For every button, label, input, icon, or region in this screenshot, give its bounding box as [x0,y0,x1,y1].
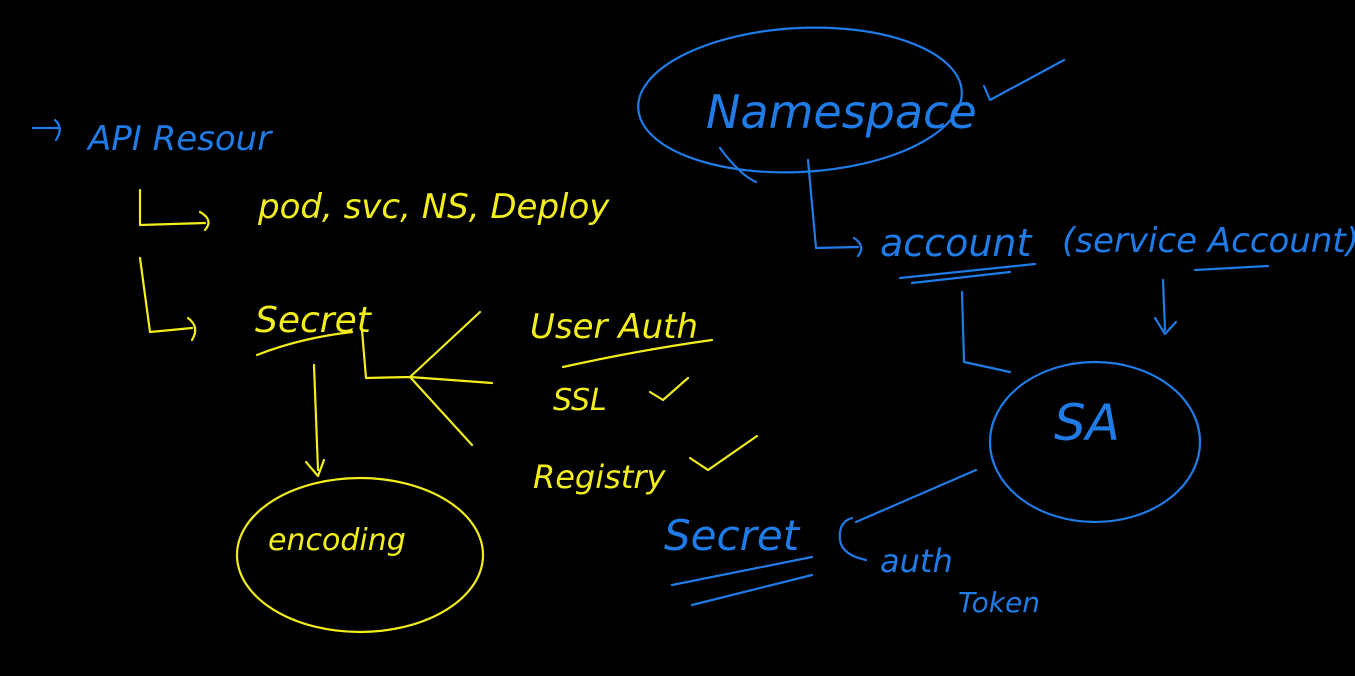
user-auth-label: User Auth [530,307,698,347]
ssl-label: SSL [553,383,607,418]
encoding-label: encoding [268,523,406,558]
secret-fan-branches [360,310,494,447]
namespace-check-icon [982,58,1066,102]
api-resource-label: API Resour [86,119,273,159]
account-underline [898,262,1037,285]
secret-left-underline [255,330,354,357]
tree-connector-resources [138,188,210,232]
auth-label: auth [880,542,953,580]
encoding-bubble [235,476,485,634]
service-account-label: (service Account) [1062,221,1355,261]
sa-label: SA [1054,394,1120,452]
namespace-label: Namespace [706,85,977,139]
ssl-check-icon [648,376,690,402]
registry-label: Registry [533,458,667,496]
user-auth-underline [561,338,714,369]
namespace-underline [718,146,758,184]
service-account-underline [1193,264,1270,272]
account-to-sa-connector [960,290,1012,374]
api-arrow [31,118,61,142]
service-account-arrow [1153,278,1178,336]
account-label: account [880,221,1033,265]
namespace-to-account-connector [806,158,863,258]
sa-to-auth-arrow [854,468,978,524]
tree-connector-secret [138,256,197,342]
namespace-bubble [637,26,963,174]
secret-right-label: Secret [664,511,801,560]
auth-brace [838,516,868,562]
secret-left-label: Secret [255,300,373,341]
resource-list-label: pod, svc, NS, Deploy [257,187,610,227]
secret-to-encoding-arrow [304,363,326,478]
secret-right-underline [670,555,814,607]
registry-check-icon [688,434,759,472]
token-label: Token [958,586,1040,619]
sa-bubble [988,360,1202,524]
